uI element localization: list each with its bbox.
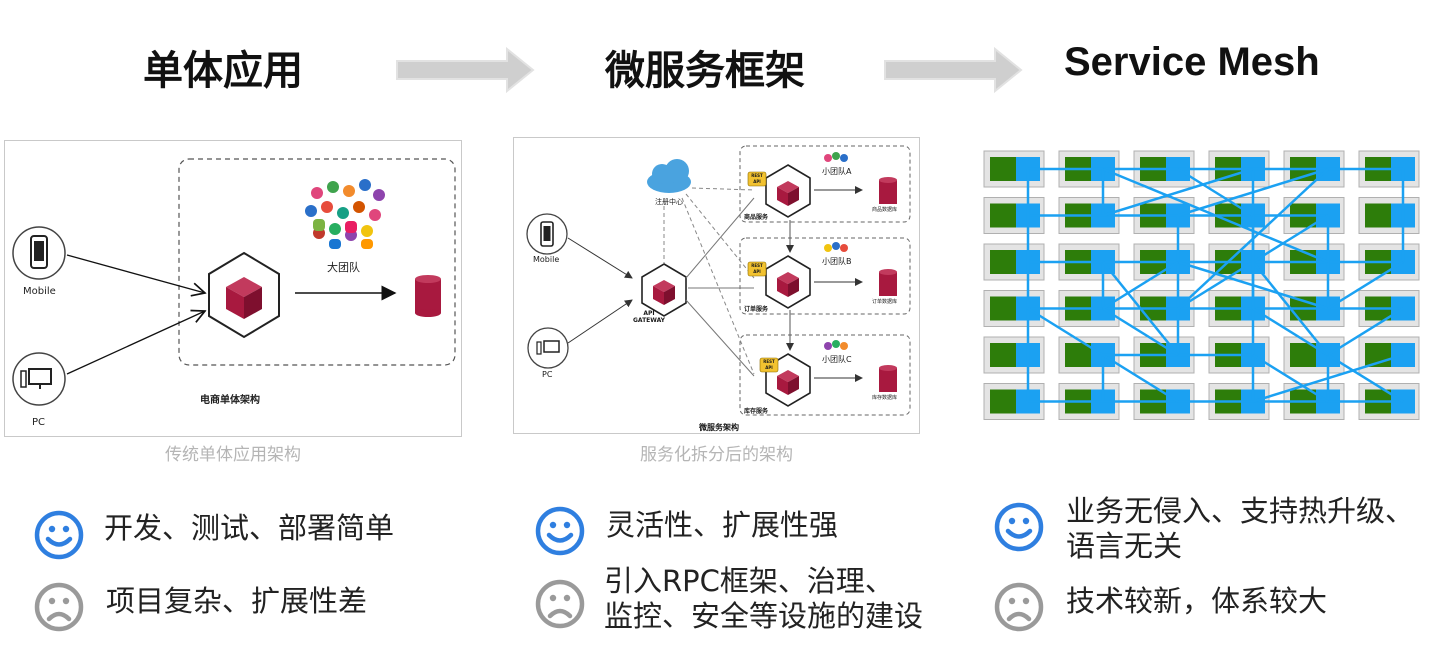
mesh-link [1102, 260, 1179, 310]
rest-api-label: REST API [751, 263, 763, 274]
team-name: 小团队B [822, 257, 852, 266]
app-service [990, 250, 1016, 274]
pc-icon [527, 327, 569, 369]
mesh-link [1102, 167, 1254, 217]
frown-icon [994, 582, 1044, 632]
app-service [990, 203, 1016, 228]
app-boundary [178, 158, 456, 366]
registry-label: 注册中心 [655, 198, 683, 206]
service-mesh-title: Service Mesh [1064, 40, 1320, 84]
service-mesh-cons: 技术较新，体系较大 [1066, 584, 1328, 618]
smiley-icon [34, 510, 84, 560]
app-service [990, 157, 1016, 181]
right-arrow-icon [396, 46, 535, 94]
monolith-caption: 传统单体应用架构 [165, 445, 301, 465]
mesh-node [1058, 336, 1120, 374]
team-name: 小团队A [822, 167, 852, 176]
microservice-cons-line2: 监控、安全等设施的建设 [604, 599, 924, 633]
smiley-icon [994, 502, 1044, 552]
microservice-cons-line1: 引入RPC框架、治理、 [604, 564, 894, 598]
mesh-link [1102, 261, 1179, 356]
app-service [990, 343, 1016, 367]
mobile-label: Mobile [533, 255, 560, 264]
team-crowd-icon [305, 179, 385, 249]
team-icon [824, 340, 848, 350]
mesh-link [1327, 307, 1404, 357]
frown-icon [535, 579, 585, 629]
app-service [1065, 343, 1091, 367]
right-arrow-icon [884, 46, 1023, 94]
monolith-service-icon [208, 251, 280, 339]
team-label: 大团队 [327, 261, 360, 274]
mesh-node [1283, 336, 1345, 374]
mesh-node [983, 336, 1045, 374]
rest-api-tag [759, 357, 779, 373]
rest-api-tag [747, 261, 767, 277]
architecture-label: 微服务架构 [699, 423, 739, 432]
rest-api-tag [747, 171, 767, 187]
monolith-title: 单体应用 [143, 48, 303, 94]
microservice-caption: 服务化拆分后的架构 [640, 445, 793, 465]
mesh-node [983, 197, 1045, 234]
service-name: 商品服务 [744, 214, 769, 221]
database-icon [415, 275, 441, 317]
app-service [990, 296, 1016, 321]
gateway-icon [641, 263, 687, 317]
mesh-link [1252, 353, 1329, 403]
mesh-link [1252, 261, 1329, 356]
mesh-link [1102, 167, 1329, 264]
monolith-cons: 项目复杂、扩展性差 [106, 584, 368, 618]
team-icon [824, 152, 848, 162]
mesh-connections [1026, 167, 1405, 403]
frown-icon [34, 582, 84, 632]
app-service [990, 389, 1016, 414]
service-cube-icon [765, 255, 811, 309]
mesh-link [1102, 307, 1179, 357]
pc-label: PC [542, 370, 553, 379]
team-icon [824, 242, 848, 252]
mobile-icon [12, 226, 66, 280]
microservice-pros: 灵活性、扩展性强 [606, 508, 839, 542]
database-icon [879, 269, 897, 296]
database-icon [879, 177, 897, 204]
database-name: 商品数据库 [872, 207, 898, 213]
mesh-link [1177, 167, 1254, 217]
monolith-diagram: Mobile PC 大团队 电商单体架构 [4, 140, 462, 437]
microservice-title: 微服务框架 [605, 48, 805, 94]
mesh-node [1358, 197, 1420, 234]
service-mesh-pros-line1: 业务无侵入、支持热升级、 [1066, 494, 1415, 528]
app-service [1365, 203, 1391, 228]
cloud-icon [647, 159, 691, 193]
rest-api-label: REST API [751, 173, 763, 184]
microservice-diagram: Mobile PC 注册中心 API GATEWAY REST API REST… [513, 137, 920, 434]
mesh-link [1327, 260, 1404, 310]
service-mesh-pros-line2: 语言无关 [1066, 529, 1183, 563]
pc-label: PC [32, 417, 46, 428]
service-name: 库存服务 [744, 408, 769, 415]
mesh-link [1177, 167, 1329, 217]
smiley-icon [535, 506, 585, 556]
database-icon [879, 365, 897, 392]
team-name: 小团队C [822, 355, 852, 364]
pc-icon [12, 352, 66, 406]
database-name: 库存数据库 [872, 395, 898, 401]
mesh-node [1358, 336, 1420, 374]
mesh-link [1027, 307, 1179, 403]
mesh-node [983, 383, 1045, 420]
rest-api-label: REST API [763, 359, 775, 370]
mobile-label: Mobile [23, 286, 56, 297]
service-cube-icon [765, 164, 811, 218]
service-mesh-diagram [983, 150, 1420, 420]
gateway-label: API GATEWAY [632, 310, 666, 324]
monolith-pros: 开发、测试、部署简单 [104, 511, 395, 545]
database-name: 订单数据库 [872, 299, 898, 305]
service-name: 订单服务 [744, 306, 769, 313]
mobile-icon [526, 213, 568, 255]
architecture-label: 电商单体架构 [200, 395, 260, 406]
mesh-link [1252, 353, 1404, 403]
app-service [1290, 343, 1316, 367]
